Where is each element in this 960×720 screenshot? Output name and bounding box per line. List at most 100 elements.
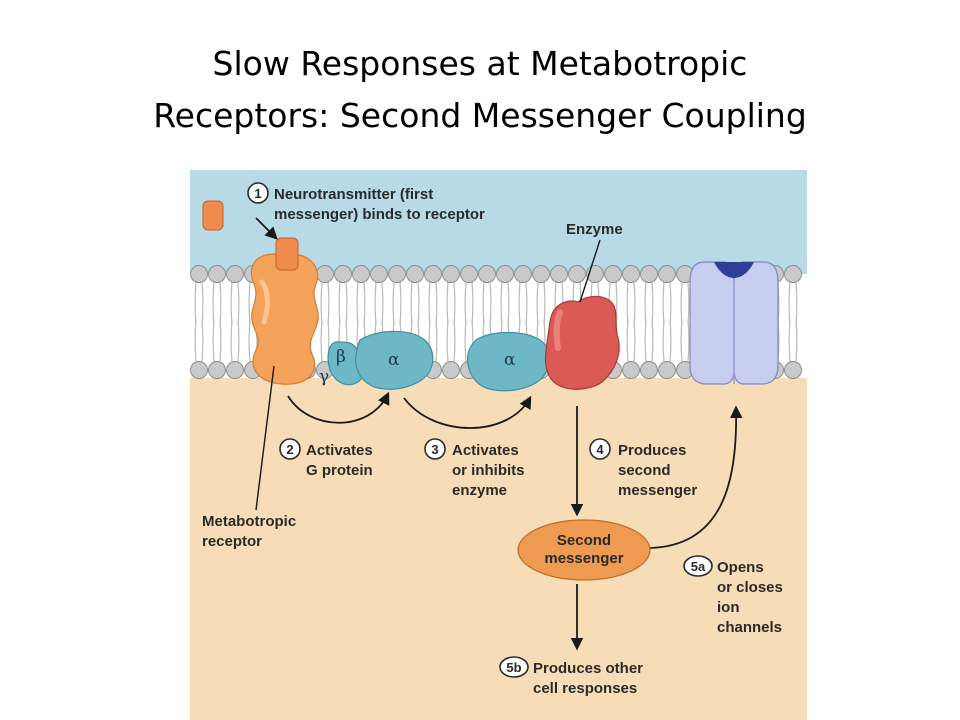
enzyme-label: Enzyme bbox=[566, 221, 623, 238]
phospholipid-head bbox=[190, 361, 208, 379]
phospholipid-head bbox=[514, 265, 532, 283]
step-1-line-1: Neurotransmitter (first bbox=[274, 186, 433, 203]
second-messenger-line-1: Second bbox=[557, 532, 611, 549]
phospholipid-head bbox=[658, 361, 676, 379]
beta-subunit-label: β bbox=[336, 347, 346, 367]
enzyme bbox=[544, 295, 620, 390]
step-5a-line-2: or closes bbox=[717, 579, 783, 596]
phospholipid-tail bbox=[320, 319, 323, 362]
step5a-arrow bbox=[649, 405, 743, 549]
phospholipid-tail bbox=[795, 319, 798, 362]
title-line-2: Receptors: Second Messenger Coupling bbox=[153, 96, 807, 135]
phospholipid-head bbox=[622, 265, 640, 283]
phospholipid-tail bbox=[633, 319, 636, 362]
phospholipid-tail bbox=[446, 319, 449, 362]
phospholipid-tail bbox=[194, 319, 197, 362]
bound-neurotransmitter bbox=[275, 237, 299, 271]
step-5b-number: 5b bbox=[506, 660, 521, 675]
metabotropic-receptor bbox=[250, 237, 319, 385]
phospholipid-head bbox=[784, 265, 802, 283]
phospholipid-head bbox=[406, 265, 424, 283]
phospholipid-head bbox=[478, 265, 496, 283]
phospholipid-head bbox=[388, 265, 406, 283]
phospholipid-tail bbox=[680, 319, 683, 362]
phospholipid-head bbox=[640, 265, 658, 283]
step-2-line-1: Activates bbox=[306, 442, 373, 459]
phospholipid-head bbox=[442, 361, 460, 379]
step-4-line-2: second bbox=[618, 462, 671, 479]
step-5b-line-2: cell responses bbox=[533, 680, 637, 697]
flow-arrows bbox=[255, 217, 743, 651]
phospholipid-tail bbox=[219, 319, 222, 362]
second-messenger: Second messenger bbox=[517, 519, 651, 581]
phospholipid-tail bbox=[662, 319, 665, 362]
phospholipid-tail bbox=[248, 319, 251, 362]
phospholipid-head bbox=[316, 265, 334, 283]
g-protein-alpha-subunit-attached bbox=[355, 330, 434, 390]
step-3-annotation: 3 Activates or inhibits enzyme bbox=[424, 438, 525, 499]
neurotransmitter-molecule bbox=[202, 200, 224, 231]
phospholipid-head bbox=[550, 265, 568, 283]
phospholipid-head bbox=[370, 265, 388, 283]
step-3-line-2: or inhibits bbox=[452, 462, 525, 479]
second-messenger-line-2: messenger bbox=[544, 550, 623, 567]
step-2-line-2: G protein bbox=[306, 462, 373, 479]
phospholipid-tail bbox=[464, 319, 467, 362]
slide-title: Slow Responses at Metabotropic Receptors… bbox=[0, 38, 960, 142]
phospholipid-head bbox=[622, 361, 640, 379]
step-5b-line-1: Produces other bbox=[533, 660, 643, 677]
phospholipid-tail bbox=[453, 319, 456, 362]
step-3-number: 3 bbox=[431, 442, 438, 457]
phospholipid-tail bbox=[201, 319, 204, 362]
phospholipid-head bbox=[568, 265, 586, 283]
phospholipid-head bbox=[658, 265, 676, 283]
phospholipid-head bbox=[424, 265, 442, 283]
alpha-subunit-label-2: α bbox=[504, 350, 516, 370]
receptor-leader-line bbox=[255, 365, 275, 511]
step-5a-line-4: channels bbox=[717, 619, 782, 636]
step2-arrow bbox=[287, 391, 390, 424]
step-5b-annotation: 5b Produces other cell responses bbox=[499, 656, 643, 697]
step-1-number: 1 bbox=[254, 186, 261, 201]
step-2-annotation: 2 Activates G protein bbox=[279, 438, 373, 479]
phospholipid-tail bbox=[230, 319, 233, 362]
step-1-line-2: messenger) binds to receptor bbox=[274, 206, 485, 223]
ion-channel bbox=[689, 261, 779, 385]
step-4-annotation: 4 Produces second messenger bbox=[589, 438, 697, 499]
phospholipid-head bbox=[334, 265, 352, 283]
phospholipid-head bbox=[604, 265, 622, 283]
title-line-1: Slow Responses at Metabotropic bbox=[212, 44, 748, 83]
phospholipid-head bbox=[496, 265, 514, 283]
step-3-line-1: Activates bbox=[452, 442, 519, 459]
step1-arrow bbox=[255, 217, 278, 240]
g-protein-alpha-subunit-activated bbox=[467, 331, 550, 392]
phospholipid-tail bbox=[237, 319, 240, 362]
step-5a-line-1: Opens bbox=[717, 559, 764, 576]
step-5a-number: 5a bbox=[691, 559, 706, 574]
step-4-line-3: messenger bbox=[618, 482, 697, 499]
phospholipid-tail bbox=[212, 319, 215, 362]
phospholipid-head bbox=[532, 265, 550, 283]
second-messenger-diagram: β γ α α Second messenger 1 Neurotransmit… bbox=[190, 170, 807, 720]
phospholipid-head bbox=[226, 361, 244, 379]
step-3-line-3: enzyme bbox=[452, 482, 507, 499]
receptor-label-line-1: Metabotropic bbox=[202, 513, 296, 530]
phospholipid-head bbox=[226, 265, 244, 283]
phospholipid-tail bbox=[644, 319, 647, 362]
phospholipid-head bbox=[460, 265, 478, 283]
phospholipid-tail bbox=[687, 319, 690, 362]
enzyme-leader-line bbox=[579, 239, 601, 303]
phospholipid-head bbox=[442, 265, 460, 283]
phospholipid-tail bbox=[651, 319, 654, 362]
phospholipid-head bbox=[352, 265, 370, 283]
phospholipid-tail bbox=[788, 319, 791, 362]
phospholipid-tail bbox=[435, 319, 438, 362]
phospholipid-head bbox=[784, 361, 802, 379]
step-2-number: 2 bbox=[286, 442, 293, 457]
phospholipid-tail bbox=[669, 319, 672, 362]
alpha-subunit-label-1: α bbox=[388, 350, 400, 370]
phospholipid-head bbox=[640, 361, 658, 379]
step3-arrow bbox=[403, 395, 532, 429]
phospholipid-tail bbox=[626, 319, 629, 362]
step-1-annotation: 1 Neurotransmitter (first messenger) bin… bbox=[247, 182, 485, 223]
